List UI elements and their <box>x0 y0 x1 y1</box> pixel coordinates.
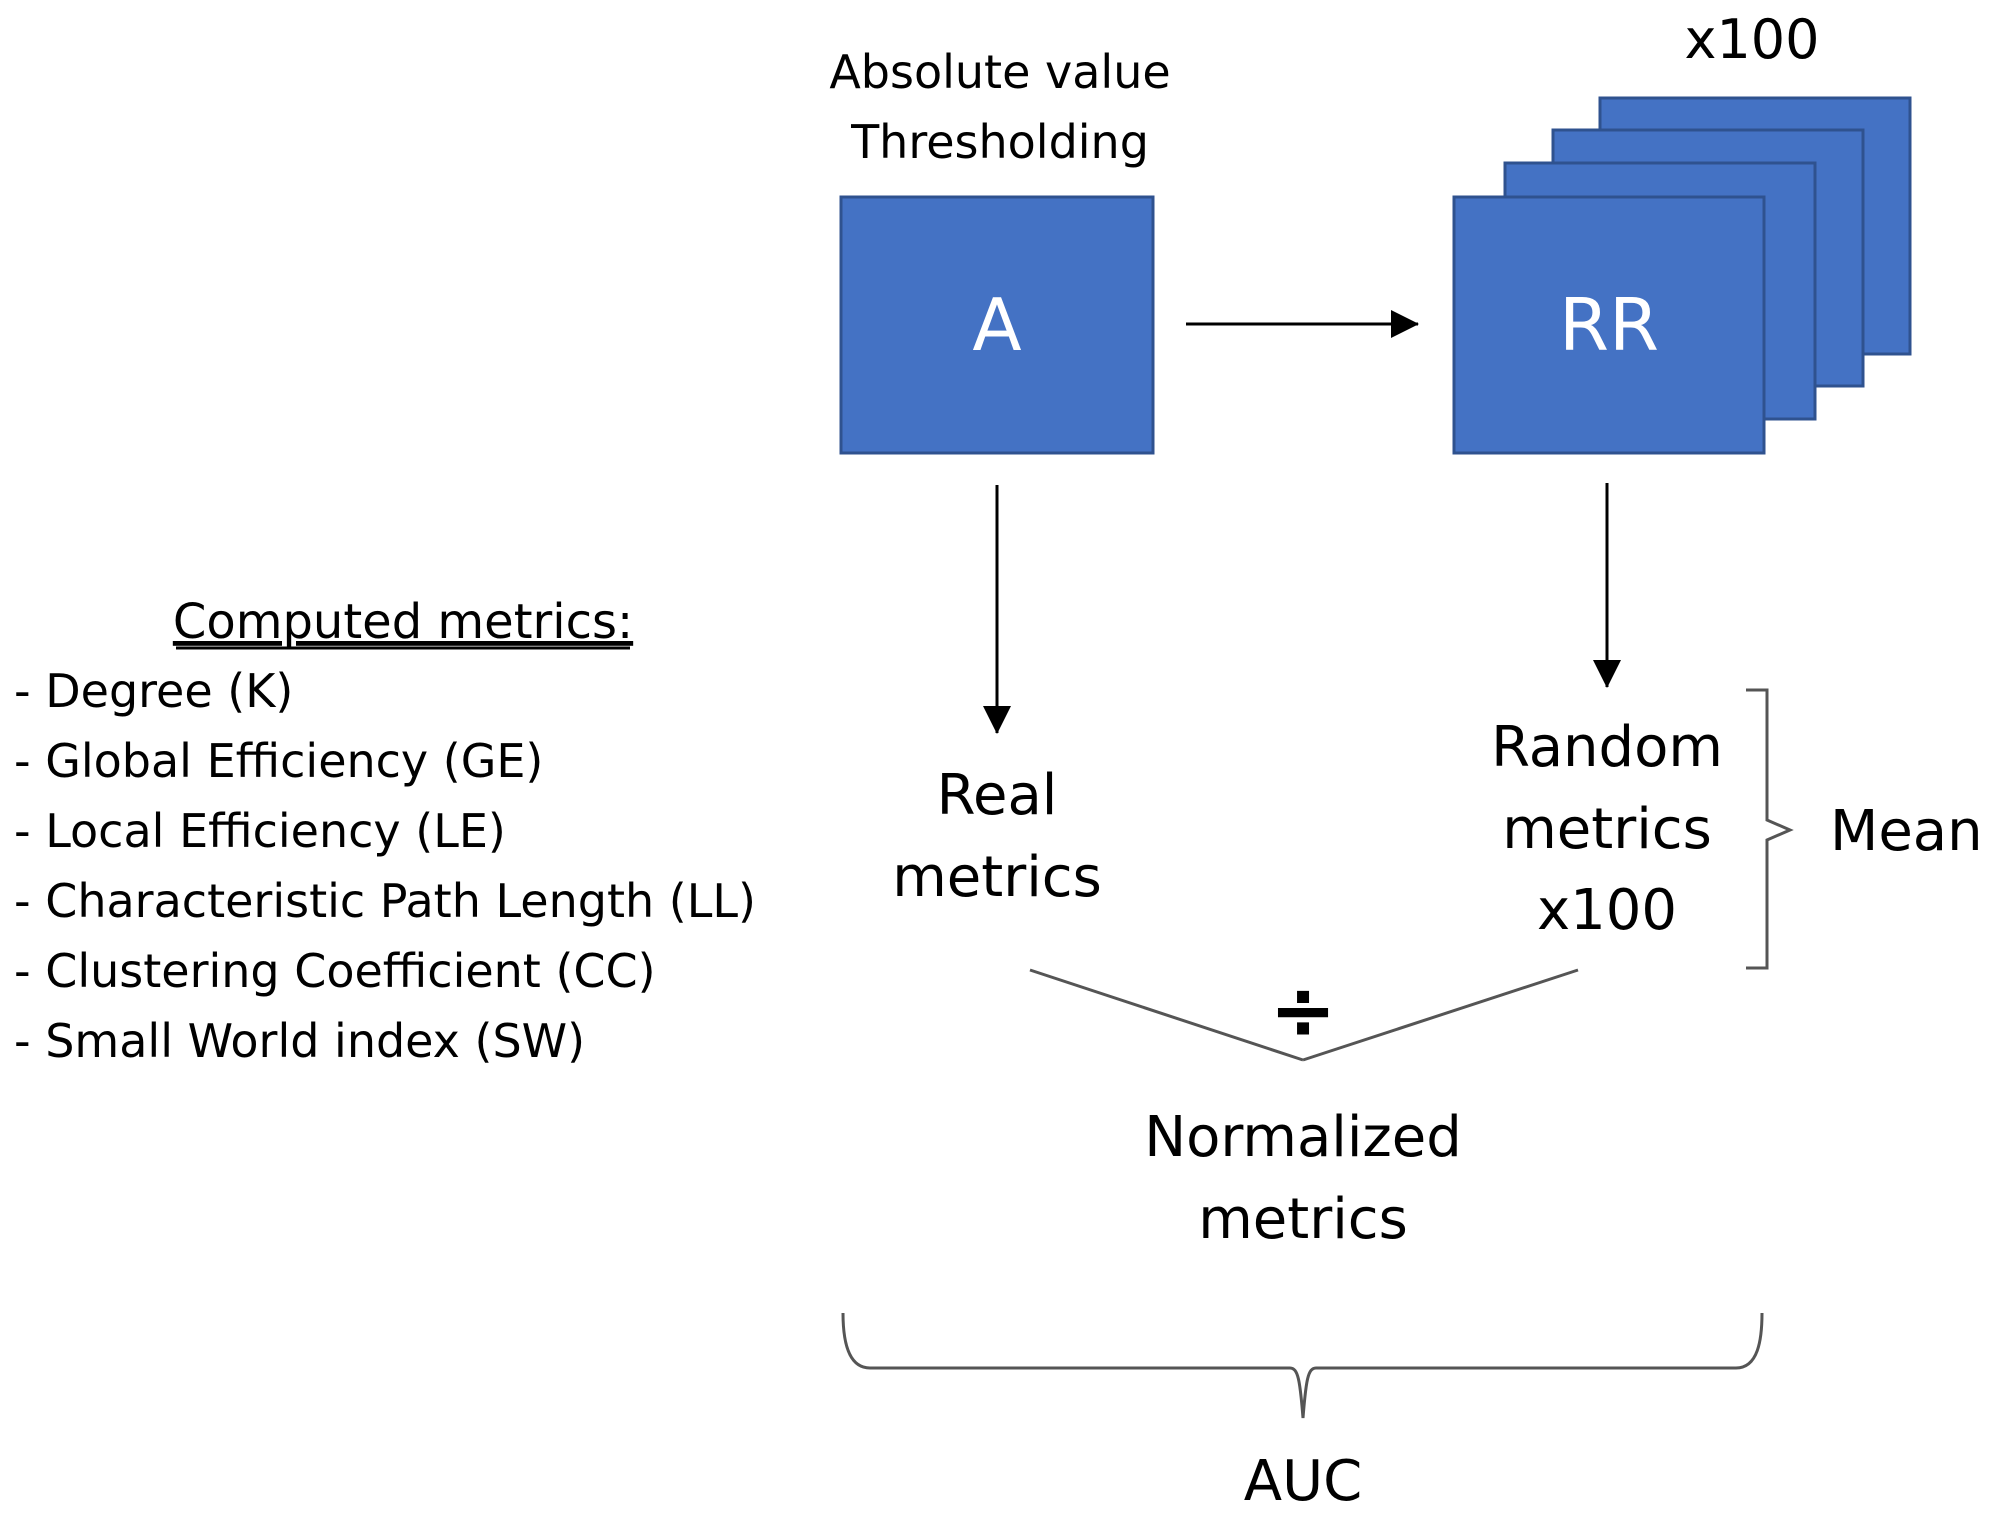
metric-item-global-efficiency: - Global Efficiency (GE) <box>14 734 543 788</box>
metric-item-path-length: - Characteristic Path Length (LL) <box>14 874 756 928</box>
real-metrics-line2: metrics <box>892 845 1102 910</box>
threshold-label-line1: Absolute value <box>829 45 1170 99</box>
real-metrics-line1: Real <box>937 763 1058 828</box>
computed-metrics-title: Computed metrics: <box>173 594 633 650</box>
box-a <box>839 195 1155 455</box>
metric-item-small-world: - Small World index (SW) <box>14 1014 585 1068</box>
box-a-label: A <box>972 283 1021 367</box>
normalized-metrics-line2: metrics <box>1198 1187 1408 1252</box>
divide-symbol: ÷ <box>1269 964 1336 1057</box>
auc-label: AUC <box>1244 1449 1362 1514</box>
mean-bracket <box>1746 688 1794 970</box>
metric-item-clustering-coefficient: - Clustering Coefficient (CC) <box>14 944 656 998</box>
metric-item-degree: - Degree (K) <box>14 664 293 718</box>
threshold-label-line2: Thresholding <box>850 115 1149 169</box>
box-rr-label: RR <box>1559 283 1659 367</box>
merge-line-left <box>1029 968 1304 1062</box>
random-metrics-line2: metrics <box>1502 797 1712 862</box>
random-metrics-line1: Random <box>1491 715 1723 780</box>
stack-count-label: x100 <box>1684 8 1819 71</box>
box-rr <box>1452 195 1766 455</box>
metric-item-local-efficiency: - Local Efficiency (LE) <box>14 804 506 858</box>
merge-line-right <box>1302 968 1579 1062</box>
auc-brace <box>841 1312 1764 1419</box>
normalized-metrics-line1: Normalized <box>1144 1105 1462 1170</box>
mean-label: Mean <box>1830 799 1983 864</box>
random-metrics-line3: x100 <box>1537 878 1677 943</box>
